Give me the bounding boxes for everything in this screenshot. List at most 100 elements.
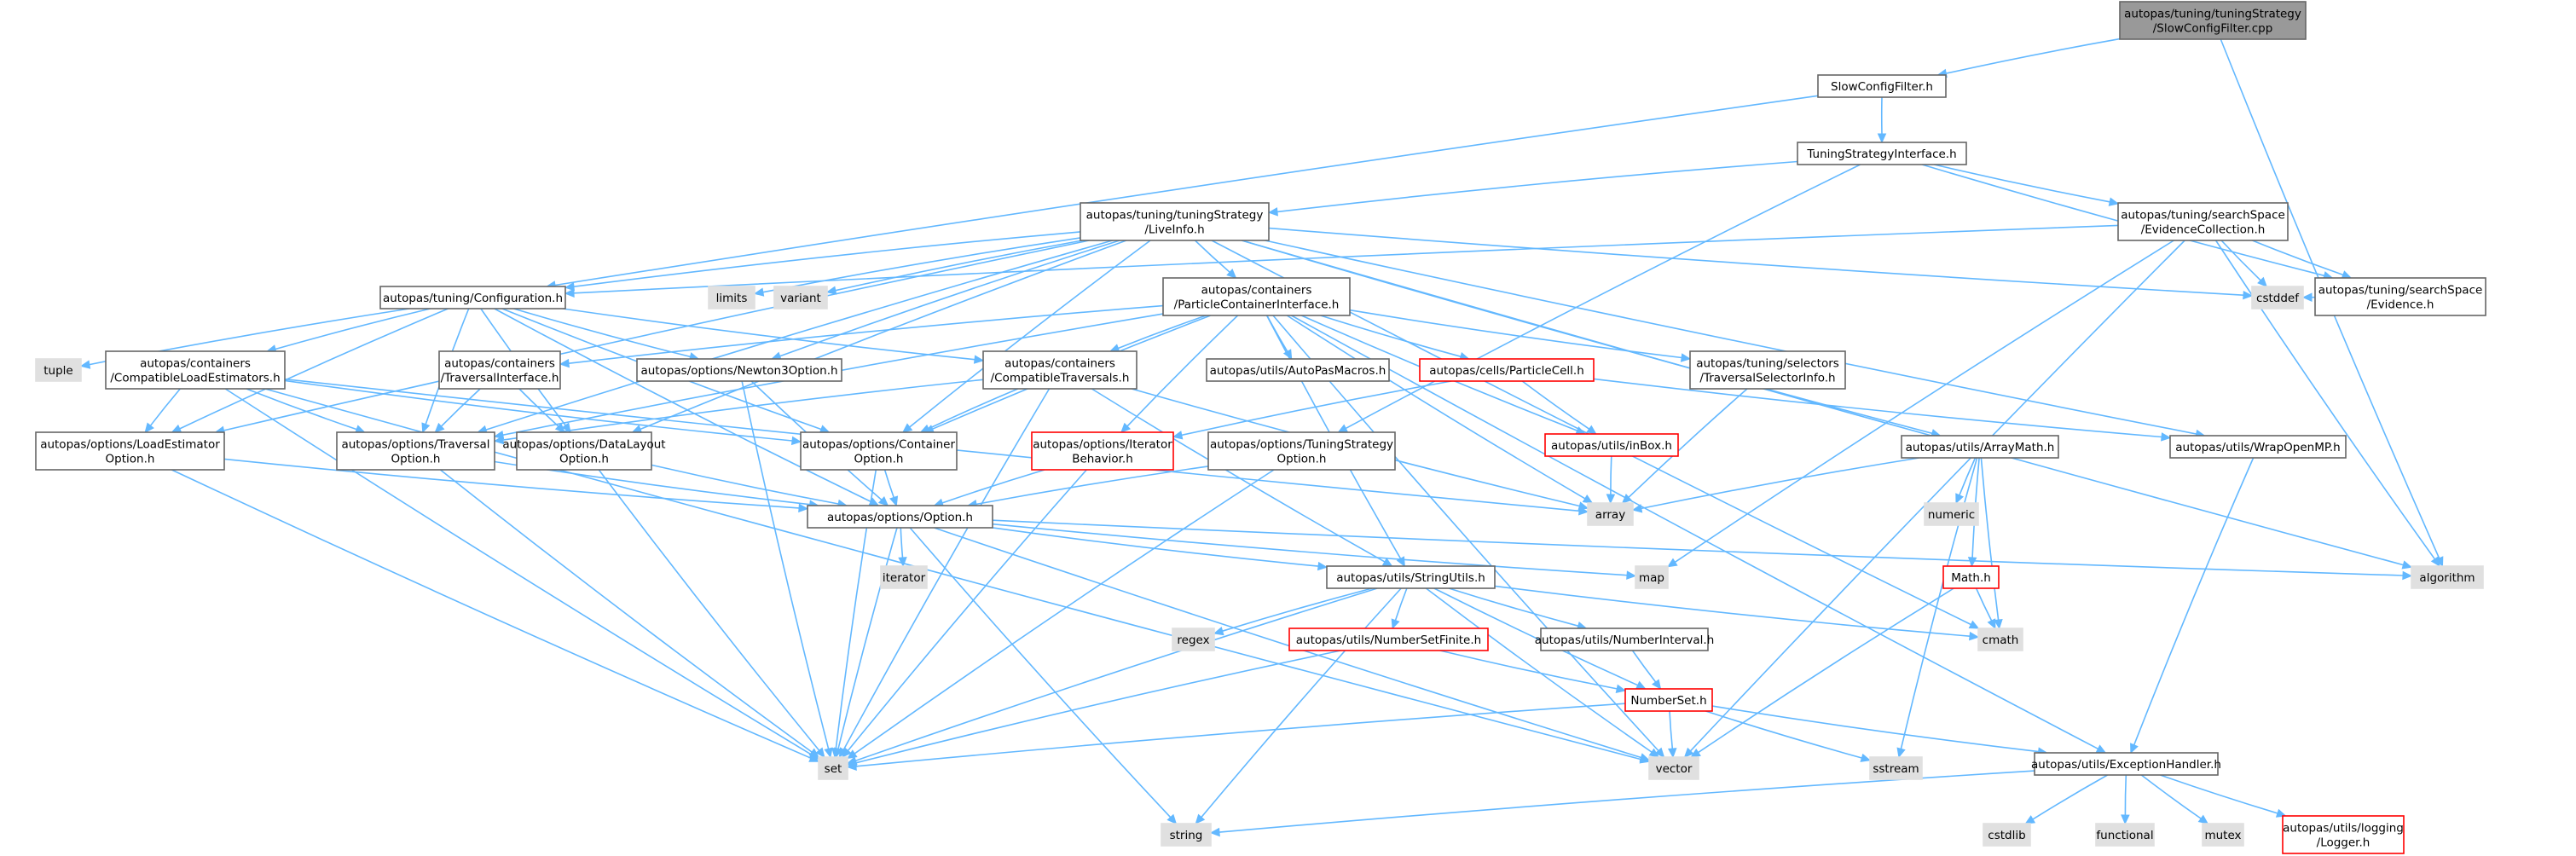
node-tsel[interactable]: autopas/tuning/selectors/TraversalSelect… <box>1689 350 1846 390</box>
edge-eh-to-cstdlib <box>2024 774 2108 824</box>
node-tsi[interactable]: TuningStrategyInterface.h <box>1797 142 1967 165</box>
edge-live-to-conf <box>564 231 1081 292</box>
edge-pcell-to-ibo <box>1172 380 1452 440</box>
node-logger[interactable]: autopas/utils/logging/Logger.h <box>2282 815 2405 854</box>
node-nsf[interactable]: autopas/utils/NumberSetFinite.h <box>1288 628 1489 651</box>
edge-pcell-to-inbox <box>1521 380 1597 435</box>
node-pcell[interactable]: autopas/cells/ParticleCell.h <box>1419 358 1595 382</box>
node-conf[interactable]: autopas/tuning/Configuration.h <box>379 286 566 309</box>
edge-arrowhead <box>2197 814 2209 824</box>
node-box <box>2095 823 2155 847</box>
node-evid[interactable]: autopas/tuning/searchSpace/Evidence.h <box>2314 277 2486 316</box>
edge-line <box>246 388 357 431</box>
edge-opt-to-string <box>909 527 1178 824</box>
node-set: set <box>818 756 848 780</box>
edge-arrowhead <box>808 754 820 762</box>
edge-line <box>1194 240 1230 273</box>
node-label-line: /Logger.h <box>2317 836 2370 850</box>
edge-line <box>741 380 830 749</box>
edge-to-to-set <box>439 469 819 758</box>
node-evcol[interactable]: autopas/tuning/searchSpace/EvidenceColle… <box>2117 202 2289 241</box>
node-opt[interactable]: autopas/options/Option.h <box>807 505 993 529</box>
edge-nsf-to-set <box>846 650 1341 767</box>
node-cstdlib: cstdlib <box>1983 823 2031 847</box>
edge-arrowhead <box>1860 753 1872 762</box>
edge-arrowhead <box>2095 744 2107 754</box>
node-n3o[interactable]: autopas/options/Newton3Option.h <box>636 358 842 382</box>
edge-nsf-to-ns <box>1439 650 1627 693</box>
edge-live-to-dlo <box>631 240 1127 434</box>
node-box <box>1635 565 1669 589</box>
edge-line <box>1265 240 2197 435</box>
edge-line <box>2160 774 2278 814</box>
node-ns[interactable]: NumberSet.h <box>1624 688 1713 712</box>
node-cle[interactable]: autopas/containers/CompatibleLoadEstimat… <box>105 350 286 390</box>
edge-line <box>909 240 1151 428</box>
edge-eh-to-string <box>1209 770 2035 837</box>
edge-arrowhead <box>1172 431 1184 440</box>
node-ni[interactable]: autopas/utils/NumberInterval.h <box>1535 628 1715 651</box>
edge-line <box>573 231 1081 287</box>
edge-arrowhead <box>798 503 809 513</box>
node-label-line: autopas/options/Option.h <box>827 511 973 524</box>
edge-arrowhead <box>1317 561 1329 571</box>
edge-arrowhead <box>1955 493 1965 505</box>
node-box <box>35 431 225 471</box>
edge-n3o-to-set <box>741 380 833 759</box>
node-root[interactable]: autopas/tuning/tuningStrategy/SlowConfig… <box>2119 1 2307 40</box>
edge-line <box>573 224 2119 294</box>
edge-arrowhead <box>901 423 913 433</box>
node-su[interactable]: autopas/utils/StringUtils.h <box>1326 565 1496 589</box>
edge-arrowhead <box>815 747 825 758</box>
edge-arrowhead <box>559 358 570 368</box>
edge-tsi-to-tso <box>1337 164 1861 433</box>
edge-arrowhead <box>2301 292 2313 302</box>
node-box <box>2202 823 2244 847</box>
node-scf[interactable]: SlowConfigFilter.h <box>1817 74 1947 98</box>
node-ctr[interactable]: autopas/containers/CompatibleTraversals.… <box>982 350 1137 390</box>
edge-arrowhead <box>1626 570 1637 580</box>
edge-arrowhead <box>434 422 445 433</box>
node-label-line: autopas/utils/inBox.h <box>1551 439 1672 453</box>
edge-arrowhead <box>1213 627 1224 636</box>
edge-line <box>941 469 1045 504</box>
node-box <box>1983 823 2031 847</box>
edge-arrowhead <box>834 747 843 759</box>
node-am[interactable]: autopas/utils/ArrayMath.h <box>1901 435 2059 459</box>
edge-arrowhead <box>1651 679 1662 690</box>
edge-arrowhead <box>171 424 182 433</box>
node-wop[interactable]: autopas/utils/WrapOpenMP.h <box>2169 435 2347 459</box>
edge-line <box>1610 455 1612 495</box>
edge-leo-to-set <box>171 469 820 762</box>
edge-inbox-to-array <box>1606 455 1616 505</box>
node-math[interactable]: Math.h <box>1942 565 2000 589</box>
node-label-line: vector <box>1656 762 1693 776</box>
node-label-line: /SlowConfigFilter.cpp <box>2153 22 2273 36</box>
node-box <box>1942 565 2000 589</box>
node-inbox[interactable]: autopas/utils/inBox.h <box>1544 433 1679 457</box>
edge-arrowhead <box>1639 753 1651 762</box>
edge-ns-to-vector <box>1667 710 1677 759</box>
edge-live-to-co <box>901 240 1151 433</box>
edge-evcol-to-conf <box>564 224 2119 298</box>
edge-arrowhead <box>790 436 802 446</box>
edge-opt-to-algorithm <box>992 519 2413 581</box>
node-live[interactable]: autopas/tuning/tuningStrategy/LiveInfo.h <box>1080 202 1270 241</box>
node-label-line: Option.h <box>1277 453 1327 466</box>
node-label-line: autopas/containers <box>444 357 555 371</box>
node-eh[interactable]: autopas/utils/ExceptionHandler.h <box>2031 752 2221 776</box>
edge-line <box>883 469 894 498</box>
node-ti[interactable]: autopas/containers/TraversalInterface.h <box>438 350 561 390</box>
edge-line <box>1711 705 2039 753</box>
node-pci[interactable]: autopas/containers/ParticleContainerInte… <box>1162 277 1351 316</box>
edge-arrowhead <box>846 761 857 772</box>
edge-pcell-to-wop <box>1593 378 2172 442</box>
node-apm[interactable]: autopas/utils/AutoPasMacros.h <box>1206 358 1390 382</box>
node-box <box>1924 502 1979 526</box>
